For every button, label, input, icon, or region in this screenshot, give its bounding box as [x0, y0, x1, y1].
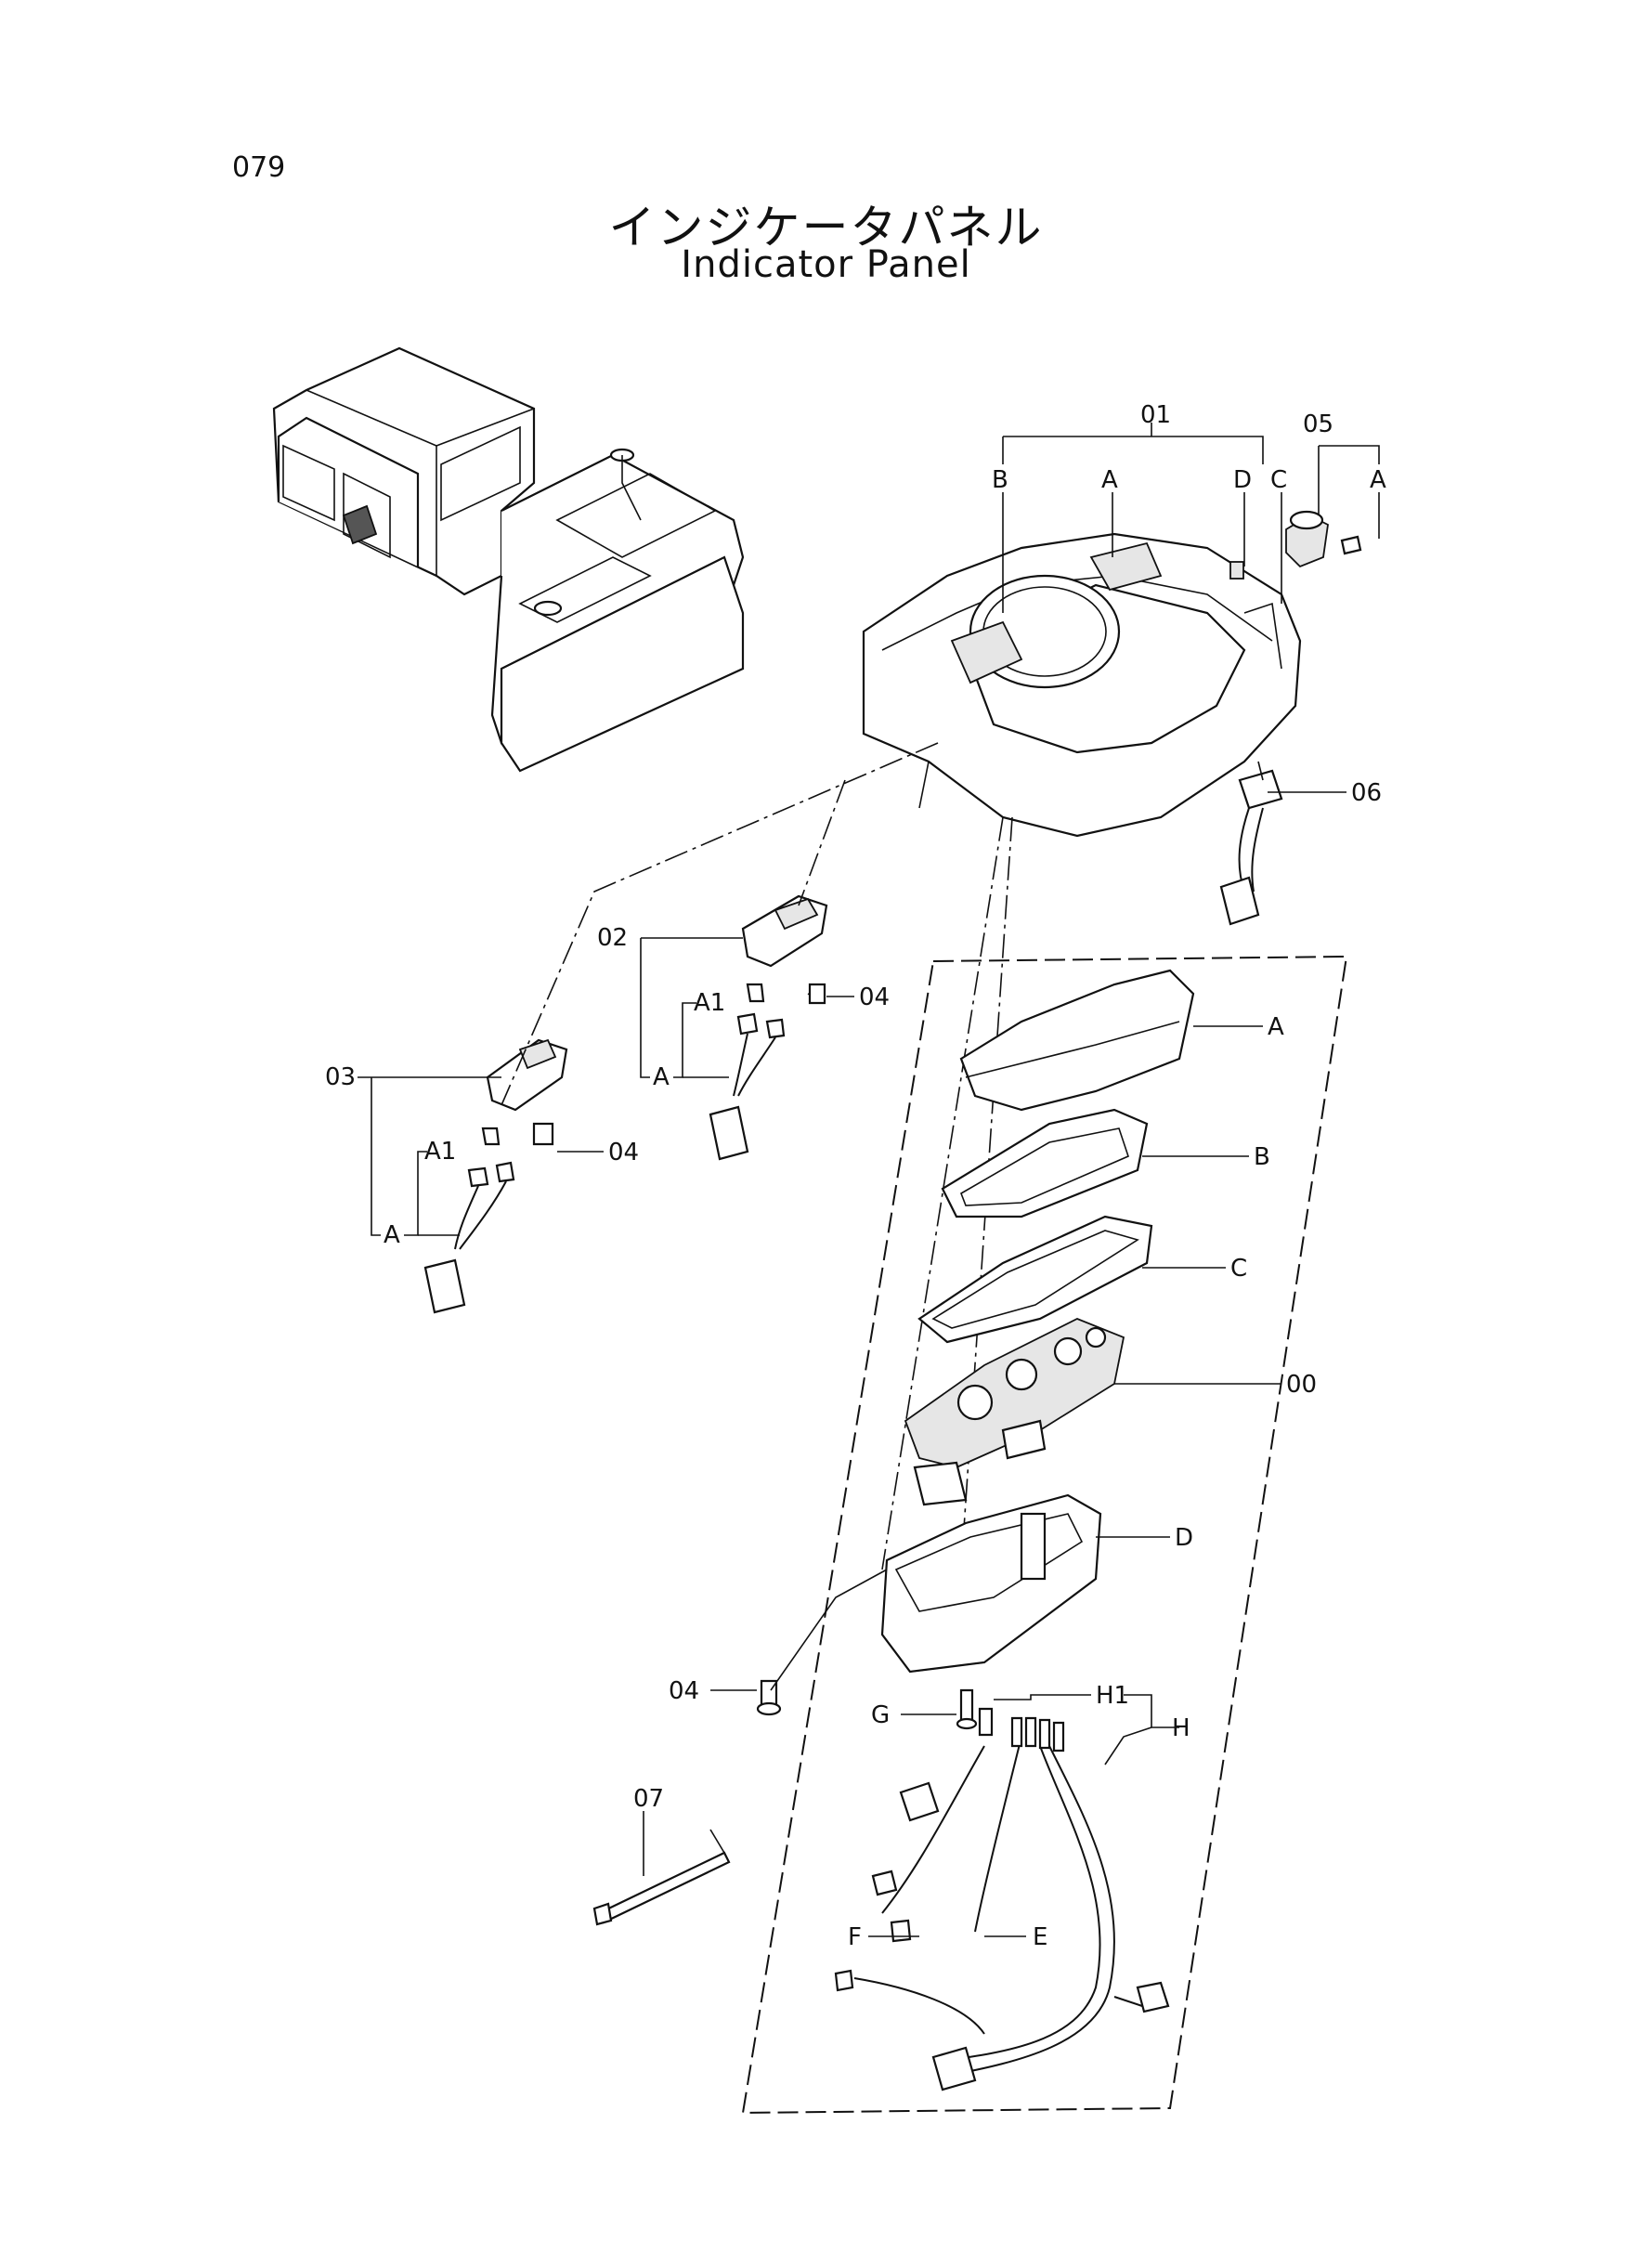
label-01-C: C	[1270, 466, 1287, 494]
label-02: 02	[597, 924, 628, 952]
label-06: 06	[1351, 779, 1382, 807]
label-00-B: B	[1254, 1143, 1270, 1171]
page-number: 079	[232, 151, 286, 184]
label-01-B: B	[992, 466, 1008, 494]
label-01: 01	[1140, 401, 1171, 429]
knob-05	[1285, 510, 1362, 568]
label-04-b: 04	[608, 1139, 639, 1166]
excavator-cab-illustration	[272, 346, 745, 773]
label-03: 03	[325, 1063, 356, 1091]
label-G: G	[871, 1701, 890, 1729]
switch-03	[486, 1038, 568, 1146]
label-02-A1: A1	[694, 989, 725, 1017]
screw-04-bottom	[756, 1679, 782, 1716]
label-E: E	[1033, 1923, 1047, 1951]
title-english: Indicator Panel	[681, 243, 971, 286]
label-04-c: 04	[669, 1677, 699, 1705]
label-01-D: D	[1233, 466, 1252, 494]
label-00-C: C	[1230, 1255, 1247, 1283]
label-00-A: A	[1268, 1013, 1284, 1041]
harness-02	[709, 983, 786, 1161]
label-03-A: A	[384, 1221, 400, 1249]
switch-02	[741, 894, 828, 1005]
label-05: 05	[1303, 410, 1333, 438]
label-03-A1: A1	[424, 1138, 456, 1166]
harness-03	[423, 1127, 515, 1314]
title-japanese: インジケータパネル	[608, 201, 1044, 254]
label-H: H	[1172, 1714, 1190, 1742]
label-00: 00	[1286, 1371, 1317, 1399]
rear-case-D	[880, 1493, 1102, 1674]
label-04-a: 04	[859, 984, 890, 1011]
label-07: 07	[633, 1785, 664, 1813]
callout-lines	[358, 423, 1380, 1937]
label-05-A: A	[1370, 466, 1386, 494]
instrument-board-00	[904, 1318, 1125, 1506]
harness-H	[834, 1707, 1170, 2091]
label-02-A: A	[653, 1063, 670, 1091]
label-F: F	[848, 1923, 862, 1951]
switch-06	[1219, 761, 1283, 926]
label-01-A: A	[1101, 466, 1118, 494]
gasket-C	[917, 1215, 1153, 1344]
panel-housing-01	[862, 532, 1302, 838]
label-H1: H1	[1096, 1682, 1129, 1710]
bezel-B	[941, 1108, 1149, 1218]
cover-A	[959, 969, 1195, 1112]
screw-G	[956, 1688, 978, 1730]
label-00-D: D	[1175, 1524, 1193, 1552]
assembly-frame	[741, 955, 1348, 2115]
cable-tie-07	[592, 1829, 731, 1926]
